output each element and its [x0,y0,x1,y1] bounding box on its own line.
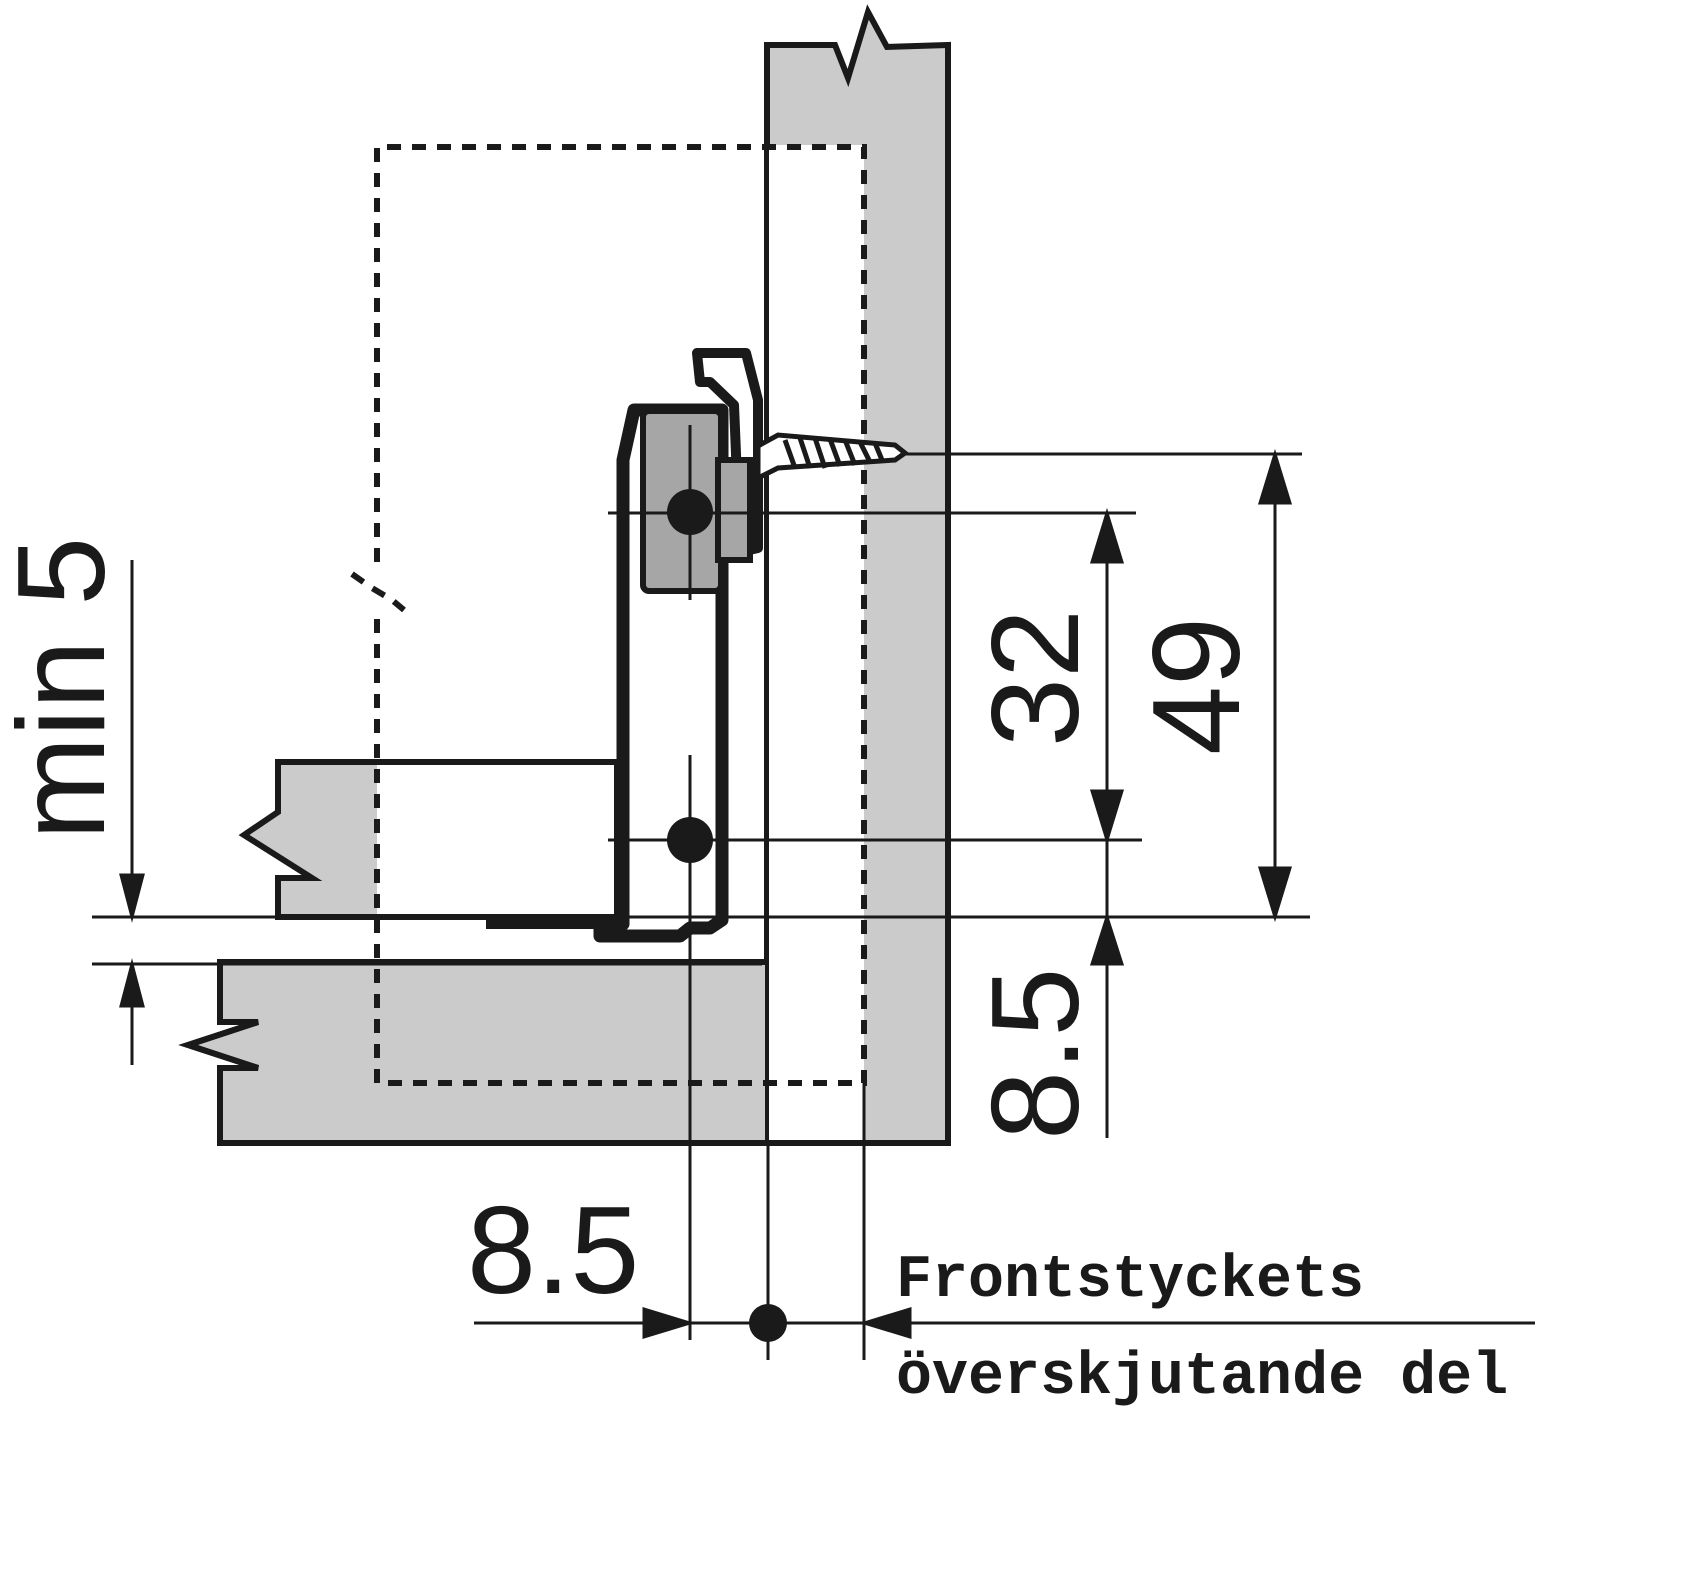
screw-height-label: 49 [1128,617,1266,755]
mounting-bracket [640,348,763,600]
side-offset-label: 8.5 [467,1182,639,1320]
drawer-bottom-panel [238,759,620,920]
dimension-lines [119,448,1535,1340]
min-gap-label: min 5 [0,537,131,840]
hole-spacing-label: 32 [967,609,1105,747]
note-line-1: Frontstyckets [896,1247,1364,1315]
extension-lines [92,425,1310,1360]
screw [755,432,910,483]
front-overhang-outline [350,144,867,1086]
bottom-offset-label: 8.5 [967,968,1105,1140]
note-line-2: överskjutande del [896,1344,1508,1412]
cabinet-side-panel [178,4,951,1146]
